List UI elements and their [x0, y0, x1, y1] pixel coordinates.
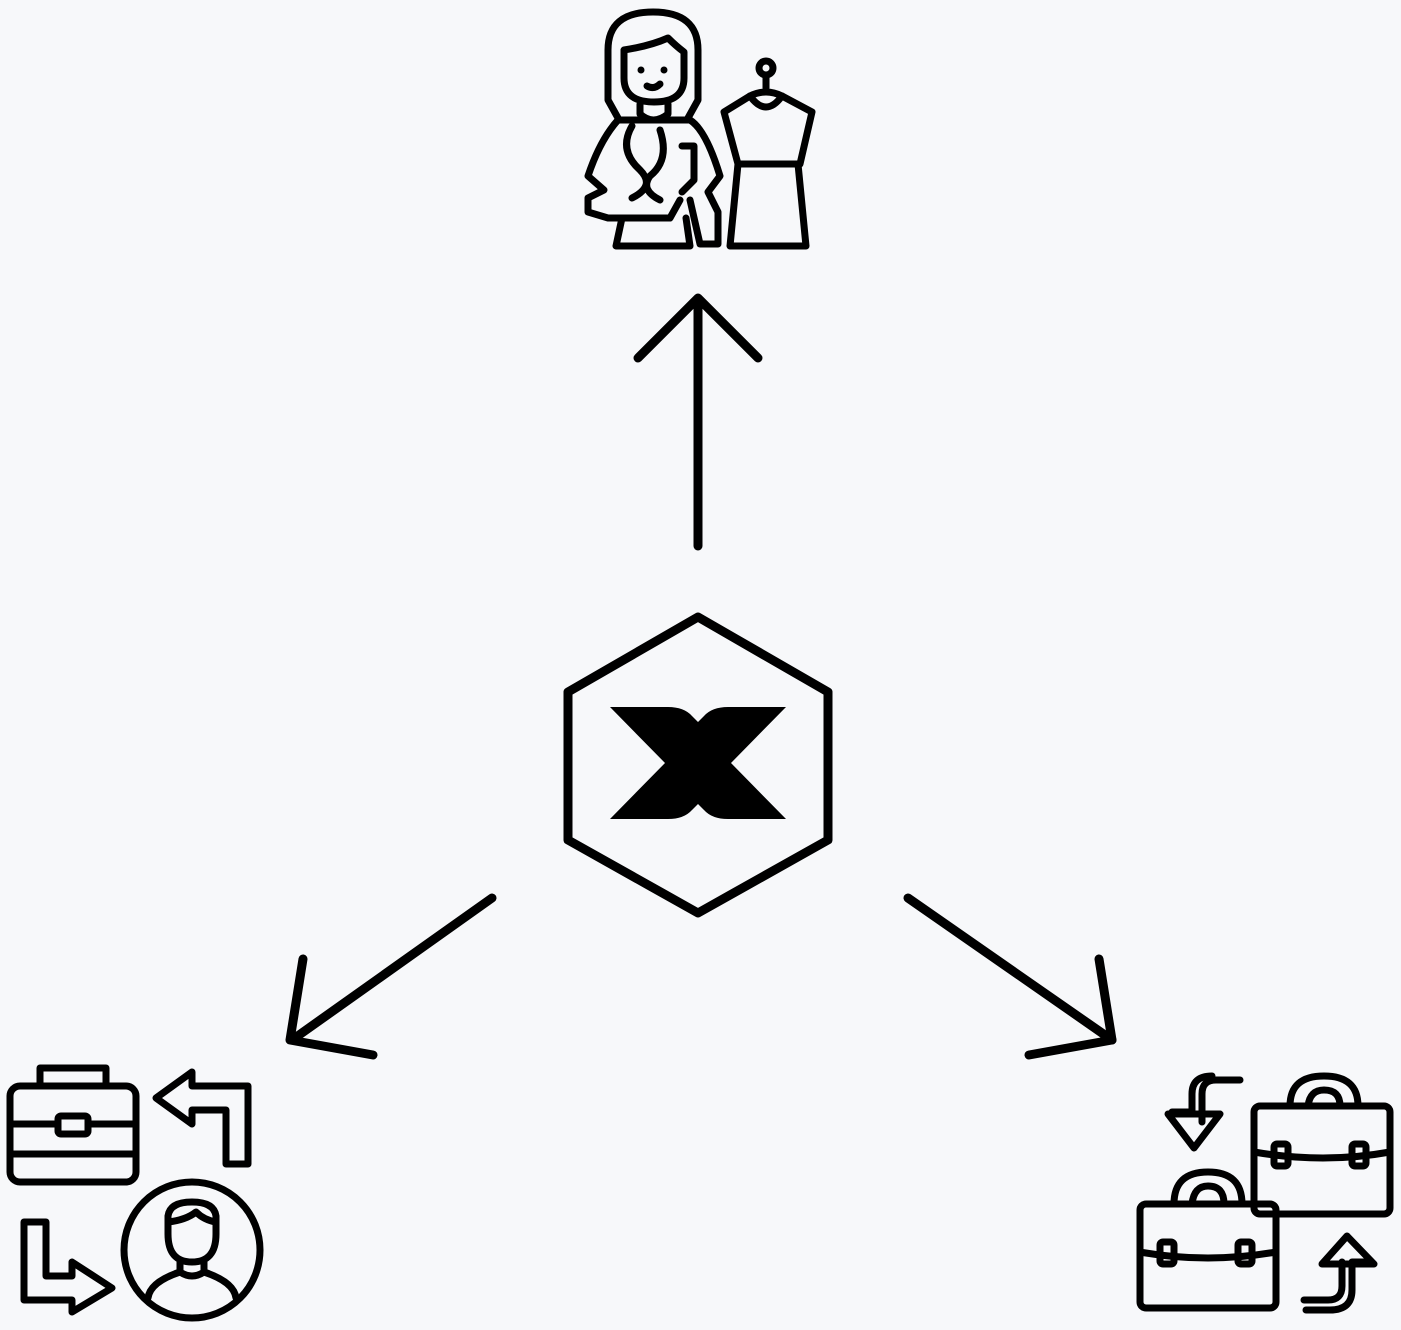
job-transfer-briefcase-person-icon [6, 1064, 264, 1322]
arrow-down-right [903, 893, 1117, 1060]
bag-exchange-icon [1136, 1072, 1394, 1314]
x-hexagon-logo-icon [563, 612, 833, 918]
tailor-with-mannequin-icon [584, 8, 816, 250]
arrow-down-left [285, 893, 497, 1060]
arrow-up [633, 293, 763, 551]
